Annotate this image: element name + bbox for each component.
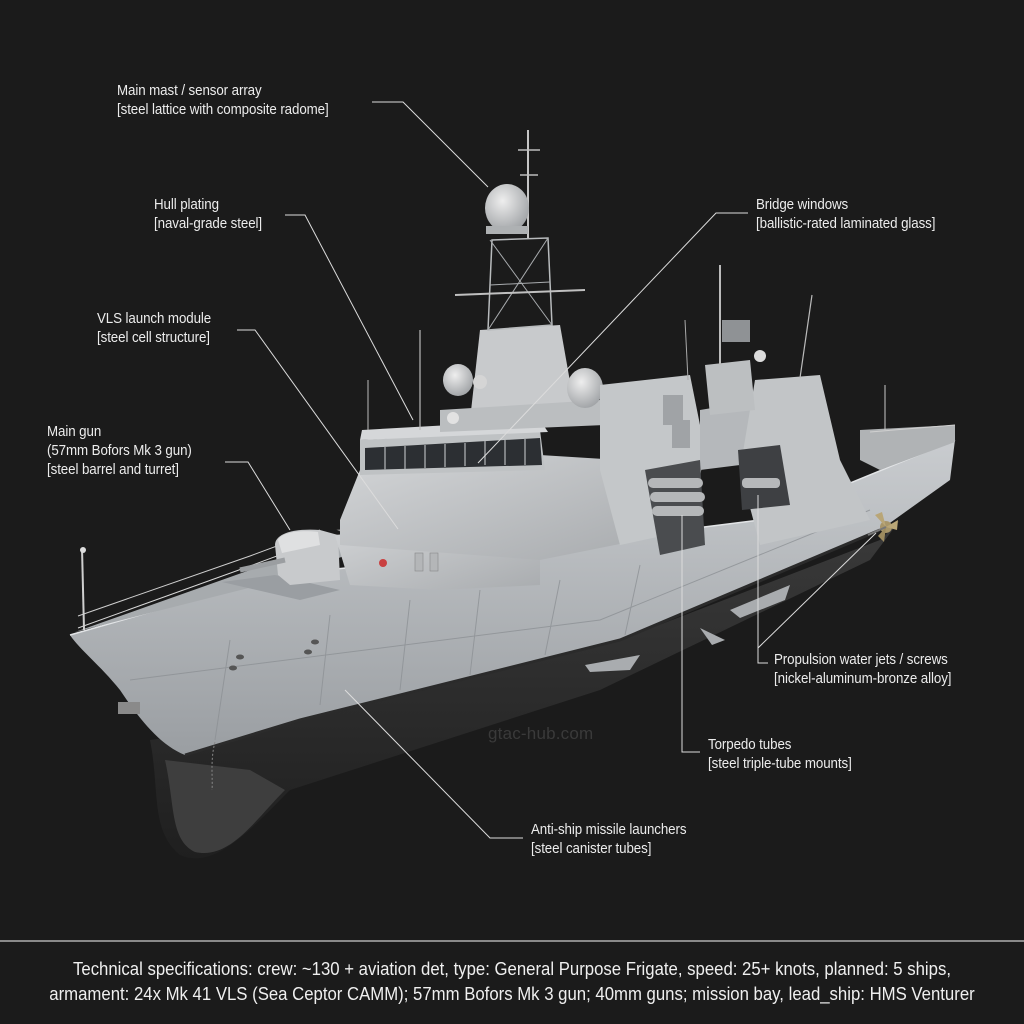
callout-material: [steel canister tubes] [531, 841, 652, 857]
leader-anti-ship [344, 689, 523, 839]
footer-divider [0, 940, 1024, 942]
callout-propulsion: Propulsion water jets / screws [nickel-a… [774, 651, 952, 689]
callout-title: Propulsion water jets / screws [774, 652, 948, 668]
callout-title: Hull plating [154, 197, 219, 213]
propeller [867, 512, 898, 542]
leader-main-gun [225, 461, 291, 531]
callout-title: Anti-ship missile launchers [531, 822, 687, 838]
callout-material: [steel barrel and turret] [47, 462, 179, 478]
leader-propulsion [757, 532, 877, 664]
callout-main-mast: Main mast / sensor array [steel lattice … [117, 82, 329, 120]
leader-hull-plating [285, 214, 414, 421]
callout-vls: VLS launch module [steel cell structure] [97, 310, 211, 348]
callout-material: [naval-grade steel] [154, 216, 263, 232]
callout-material: [nickel-aluminum-bronze alloy] [774, 671, 952, 687]
leader-lines [225, 101, 877, 839]
callout-title: Main gun [47, 424, 102, 440]
main-gun-turret [222, 529, 340, 600]
callout-material: [steel lattice with composite radome] [117, 102, 329, 118]
specs-line-1: Technical specifications: crew: ~130 + a… [73, 959, 951, 979]
mast-tower [440, 130, 605, 432]
leader-vls [237, 329, 399, 530]
callout-anti-ship-missiles: Anti-ship missile launchers [steel canis… [531, 821, 687, 859]
callout-material: [ballistic-rated laminated glass] [756, 216, 936, 232]
callout-title: VLS launch module [97, 311, 212, 327]
callout-material: [steel triple-tube mounts] [708, 756, 852, 772]
leader-bridge-windows [477, 212, 748, 464]
specs-line-2: armament: 24x Mk 41 VLS (Sea Ceptor CAMM… [49, 984, 975, 1004]
callout-title: Bridge windows [756, 197, 849, 213]
callout-main-gun: Main gun (57mm Bofors Mk 3 gun) [steel b… [47, 423, 192, 480]
watermark: gtac-hub.com [488, 724, 594, 743]
leader-torpedo-tubes [681, 515, 700, 753]
leader-main-mast [372, 101, 489, 188]
flight-deck [860, 385, 956, 470]
callout-title: Main mast / sensor array [117, 83, 262, 99]
bridge-block [340, 330, 640, 560]
lower-hull [150, 520, 900, 859]
callout-hull-plating: Hull plating [naval-grade steel] [154, 196, 262, 234]
callout-subtitle: (57mm Bofors Mk 3 gun) [47, 443, 192, 459]
mid-superstructure [600, 265, 870, 555]
callout-title: Torpedo tubes [708, 737, 792, 753]
callout-torpedo-tubes: Torpedo tubes [steel triple-tube mounts] [708, 736, 852, 774]
callout-material: [steel cell structure] [97, 330, 210, 346]
technical-specifications: Technical specifications: crew: ~130 + a… [36, 957, 988, 1007]
callout-bridge-windows: Bridge windows [ballistic-rated laminate… [756, 196, 935, 234]
keel-fins [585, 585, 790, 672]
